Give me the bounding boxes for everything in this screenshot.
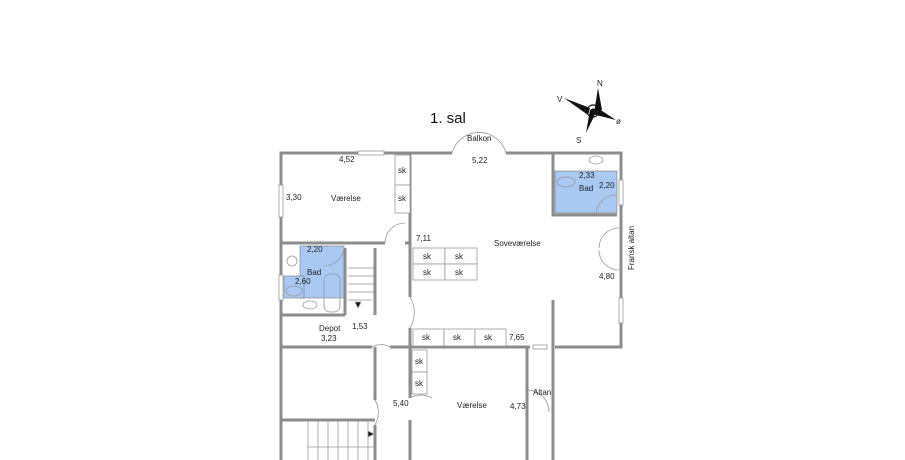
windows xyxy=(278,150,624,350)
label: 5,40 xyxy=(393,399,409,408)
balkon-label: Balkon xyxy=(467,134,491,143)
floor-title: 1. sal xyxy=(430,110,466,127)
label: sk xyxy=(415,357,424,366)
compass-rose-icon: N V S ø xyxy=(557,79,621,145)
compass-north: N xyxy=(597,79,603,88)
label: sk xyxy=(415,379,424,388)
label: sk xyxy=(422,333,431,342)
label: 4,52 xyxy=(339,155,355,164)
doors[interactable] xyxy=(323,194,620,426)
label: 2,33 xyxy=(579,171,595,180)
fixtures xyxy=(285,155,604,313)
room-labels: 4,52 3,30 Værelse 5,22 7,11 Soveværelse … xyxy=(286,155,636,411)
label: sk xyxy=(423,268,432,277)
label: 7,11 xyxy=(416,234,432,243)
label: 2,60 xyxy=(295,277,311,286)
label: Altan xyxy=(533,388,551,397)
label: Fransk altan xyxy=(627,226,636,270)
label: 3,23 xyxy=(321,334,337,343)
label: 5,22 xyxy=(472,156,488,165)
label: sk xyxy=(455,268,464,277)
compass-west: V xyxy=(557,95,563,104)
label: Depot xyxy=(319,324,341,333)
label: 4,73 xyxy=(510,402,526,411)
label: sk xyxy=(398,166,407,175)
bathroom-right-floor xyxy=(554,170,618,214)
staircase-lower xyxy=(307,420,375,460)
compass-east: ø xyxy=(616,117,621,126)
label: 4,80 xyxy=(599,272,615,281)
compass-south: S xyxy=(576,136,581,145)
label: 2,20 xyxy=(307,245,323,254)
label: Bad xyxy=(579,184,593,193)
label: 3,30 xyxy=(286,193,302,202)
label: Værelse xyxy=(331,194,361,203)
label: sk xyxy=(455,252,464,261)
label: sk xyxy=(453,333,462,342)
label: sk xyxy=(484,333,493,342)
label: sk xyxy=(423,252,432,261)
label: 1,53 xyxy=(352,322,368,331)
label: 7,65 xyxy=(509,333,525,342)
closets: sk sk sk sk sk sk sk sk sk sk sk xyxy=(394,154,507,395)
label: Værelse xyxy=(457,401,487,410)
label: Soveværelse xyxy=(494,239,541,248)
balcony-arc xyxy=(451,132,507,154)
label: sk xyxy=(398,194,407,203)
label: Bad xyxy=(307,268,321,277)
label: 2,20 xyxy=(599,181,615,190)
